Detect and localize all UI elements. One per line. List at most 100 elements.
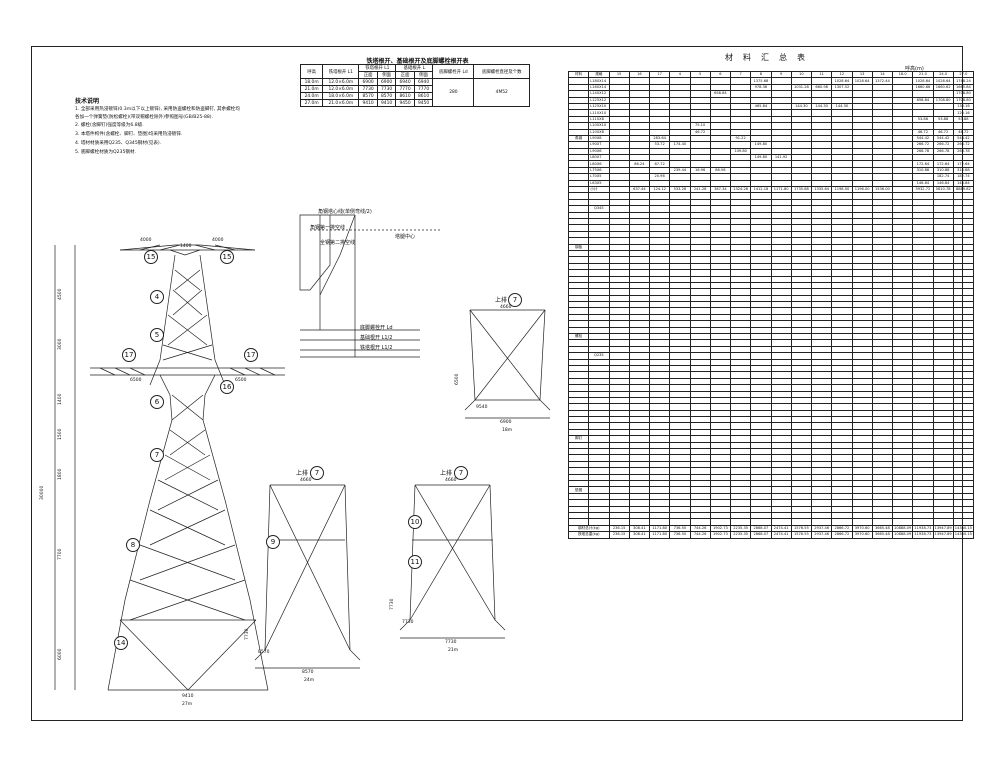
part-marker: 5 — [150, 328, 164, 342]
table-row — [567, 467, 975, 475]
table-cell — [952, 479, 975, 488]
table-cell — [952, 307, 975, 315]
table-row — [567, 339, 975, 347]
table-row — [567, 281, 975, 290]
section-dim: 7730 — [245, 628, 250, 640]
table-cell: 1708.80 — [932, 96, 954, 104]
table-row — [567, 358, 975, 367]
table-row — [567, 256, 975, 264]
part-marker: 15 — [220, 250, 234, 264]
table-cell — [952, 416, 975, 424]
total-cell: 2474.41 — [770, 524, 792, 533]
total-cell: 2235.35 — [729, 531, 752, 539]
table-row — [567, 345, 975, 354]
foundation-table-title: 铁塔根开、基础根开及底脚螺栓根开表 — [366, 58, 469, 65]
total-cell: 10888.09 — [891, 524, 914, 533]
table-cell: 120.16 — [952, 109, 975, 117]
table-row — [567, 499, 975, 507]
total-cell: 13947.89 — [932, 524, 954, 533]
total-cell: 308.41 — [628, 531, 651, 539]
table-row — [567, 409, 975, 418]
table-row — [567, 441, 975, 450]
table-row — [567, 313, 975, 322]
table-cell: 8889.82 — [952, 185, 975, 194]
total-label: 铁塔总重(kg) — [568, 531, 610, 539]
total-cell: 1576.55 — [790, 531, 813, 539]
total-cell: 1576.55 — [790, 524, 813, 533]
table-cell: 1028.64 — [851, 77, 873, 85]
total-cell: 2868.07 — [750, 524, 772, 533]
table-cell: 1198.00 — [831, 185, 853, 194]
table-cell: 1028.64 — [932, 77, 954, 85]
part-marker: 17 — [122, 348, 136, 362]
total-cell: 1171.80 — [648, 531, 671, 539]
table-cell — [952, 288, 975, 296]
table-cell — [952, 473, 975, 482]
table-row — [567, 492, 975, 501]
table-row — [567, 364, 975, 373]
table-cell — [952, 454, 975, 462]
section-title: 上排 — [296, 470, 309, 477]
total-cell: 2868.07 — [750, 531, 772, 539]
total-cell: 3665.48 — [871, 531, 894, 539]
detail-label: 全钢第二排空线 — [320, 240, 356, 246]
table-cell — [952, 364, 975, 373]
table-row — [567, 416, 975, 424]
table-cell: 1031.28 — [790, 83, 813, 92]
cell: 呼高 — [299, 64, 324, 79]
total-cell: 14360.15 — [952, 524, 975, 533]
table-row — [567, 460, 975, 469]
table-cell — [952, 352, 975, 360]
detail-label: 铁塔根开 L1/2 — [360, 345, 393, 351]
table-cell — [952, 275, 975, 283]
table-cell: 1665.84 — [952, 83, 975, 92]
table-cell: L180X14 — [588, 77, 610, 85]
table-row — [567, 511, 975, 520]
part-marker: 16 — [220, 380, 234, 394]
total-cell: 2937.46 — [810, 531, 833, 539]
material-table-title: 材料汇总表 — [725, 53, 815, 62]
table-cell: 1375.68 — [750, 77, 772, 85]
table-row — [567, 294, 975, 303]
table-cell: 1412.18 — [750, 185, 772, 194]
dim-top-left: 4000 — [140, 238, 152, 243]
table-cell — [952, 486, 975, 494]
section-dim: 7730 — [402, 620, 414, 625]
table-row — [567, 473, 975, 482]
heights-label: 呼高(m) — [905, 66, 924, 72]
table-cell: L110X10 — [588, 109, 610, 117]
detail-label: 塔腿中心 — [395, 234, 416, 240]
table-cell — [952, 499, 975, 507]
table-row — [567, 211, 975, 220]
total-cell: 2474.41 — [770, 531, 792, 539]
table-row: 垫圈 — [567, 486, 975, 494]
total-cell: 3665.48 — [871, 524, 894, 533]
section-scale: 21m — [448, 648, 459, 653]
table-cell — [952, 262, 975, 271]
notes-title: 技术说明 — [75, 98, 100, 105]
total-cell: 11938.73 — [912, 531, 934, 539]
table-row: 脚钉 — [567, 435, 975, 443]
table-cell: 1660.62 — [932, 83, 954, 92]
table-row — [567, 192, 975, 200]
table-row: L110X10 120.16 — [567, 109, 975, 117]
table-cell: 1708.80 — [952, 90, 975, 98]
table-row — [567, 454, 975, 462]
cell: 280 — [432, 78, 475, 107]
table-cell: 1372.44 — [871, 77, 894, 85]
table-cell — [952, 320, 975, 328]
note-line: 4. 塔材材质采用Q235、Q345钢材(见表). — [75, 141, 162, 146]
table-cell: 130.16 — [952, 102, 975, 111]
table-cell: L100X10 — [588, 122, 610, 130]
note-line: 3. 本塔件构件(含螺栓、脚钉、垫圈)均采用热浸镀锌. — [75, 132, 183, 137]
